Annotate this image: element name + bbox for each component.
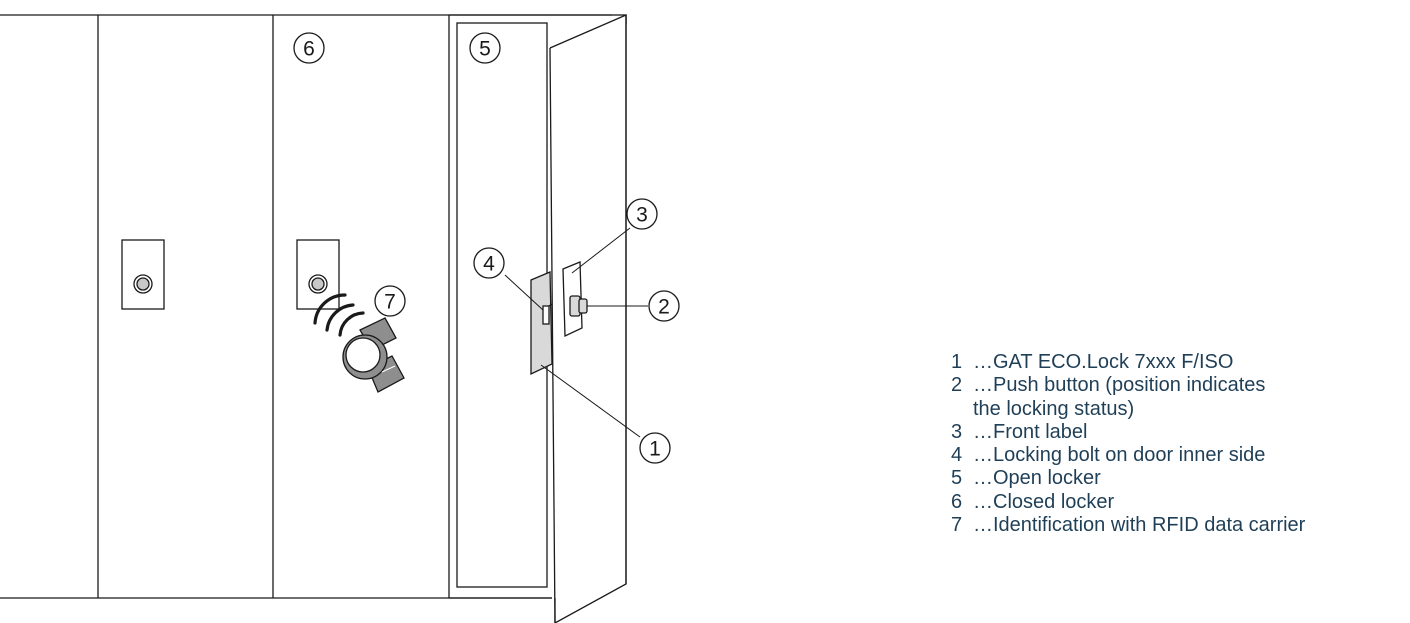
legend-text: …Push button (position indicates the loc… [973,374,1266,420]
callout-5: 5 [469,32,501,64]
callout-3: 3 [626,198,658,230]
callout-1: 1 [639,432,671,464]
legend-text: …GAT ECO.Lock 7xxx F/ISO [973,351,1234,373]
legend-number: 3 [951,420,963,443]
svg-text:3: 3 [636,204,648,227]
callout-2: 2 [648,290,680,322]
legend-item: 7 …Identification with RFID data carrier [951,514,1305,537]
legend-number: 5 [951,467,963,490]
svg-text:4: 4 [483,253,495,276]
legend-text: …Front label [973,420,1088,443]
rfid-waves-icon [313,293,365,337]
legend-number: 2 [951,374,963,397]
legend-number: 4 [951,444,963,467]
legend-number: 7 [951,514,963,537]
callout-6: 6 [293,32,325,64]
legend-item: 2 …Push button (position indicates the lo… [951,374,1305,421]
legend-number: 6 [951,490,963,513]
front-label-left [121,239,165,310]
legend: 1 …GAT ECO.Lock 7xxx F/ISO 2 …Push button … [951,351,1305,537]
legend-item: 5 …Open locker [951,467,1305,490]
svg-text:2: 2 [658,296,670,319]
legend-text: …Identification with RFID data carrier [973,514,1306,537]
legend-item: 1 …GAT ECO.Lock 7xxx F/ISO [951,351,1305,374]
push-button [569,295,588,317]
leader-lines [504,227,648,438]
lock-body [530,271,553,376]
callout-7: 7 [374,285,406,317]
legend-text: …Closed locker [973,490,1115,513]
rfid-watch-icon [342,317,405,393]
svg-text:5: 5 [479,38,491,61]
svg-text:7: 7 [384,291,396,314]
legend-text: …Locking bolt on door inner side [973,444,1266,467]
legend-number: 1 [951,351,963,373]
legend-text: …Open locker [973,467,1101,490]
open-door [549,14,627,623]
legend-item: 4 …Locking bolt on door inner side [951,444,1305,467]
legend-item: 6 …Closed locker [951,491,1305,514]
svg-text:6: 6 [303,38,315,61]
svg-text:1: 1 [649,438,661,461]
callout-4: 4 [473,247,505,279]
legend-item: 3 …Front label [951,421,1305,444]
